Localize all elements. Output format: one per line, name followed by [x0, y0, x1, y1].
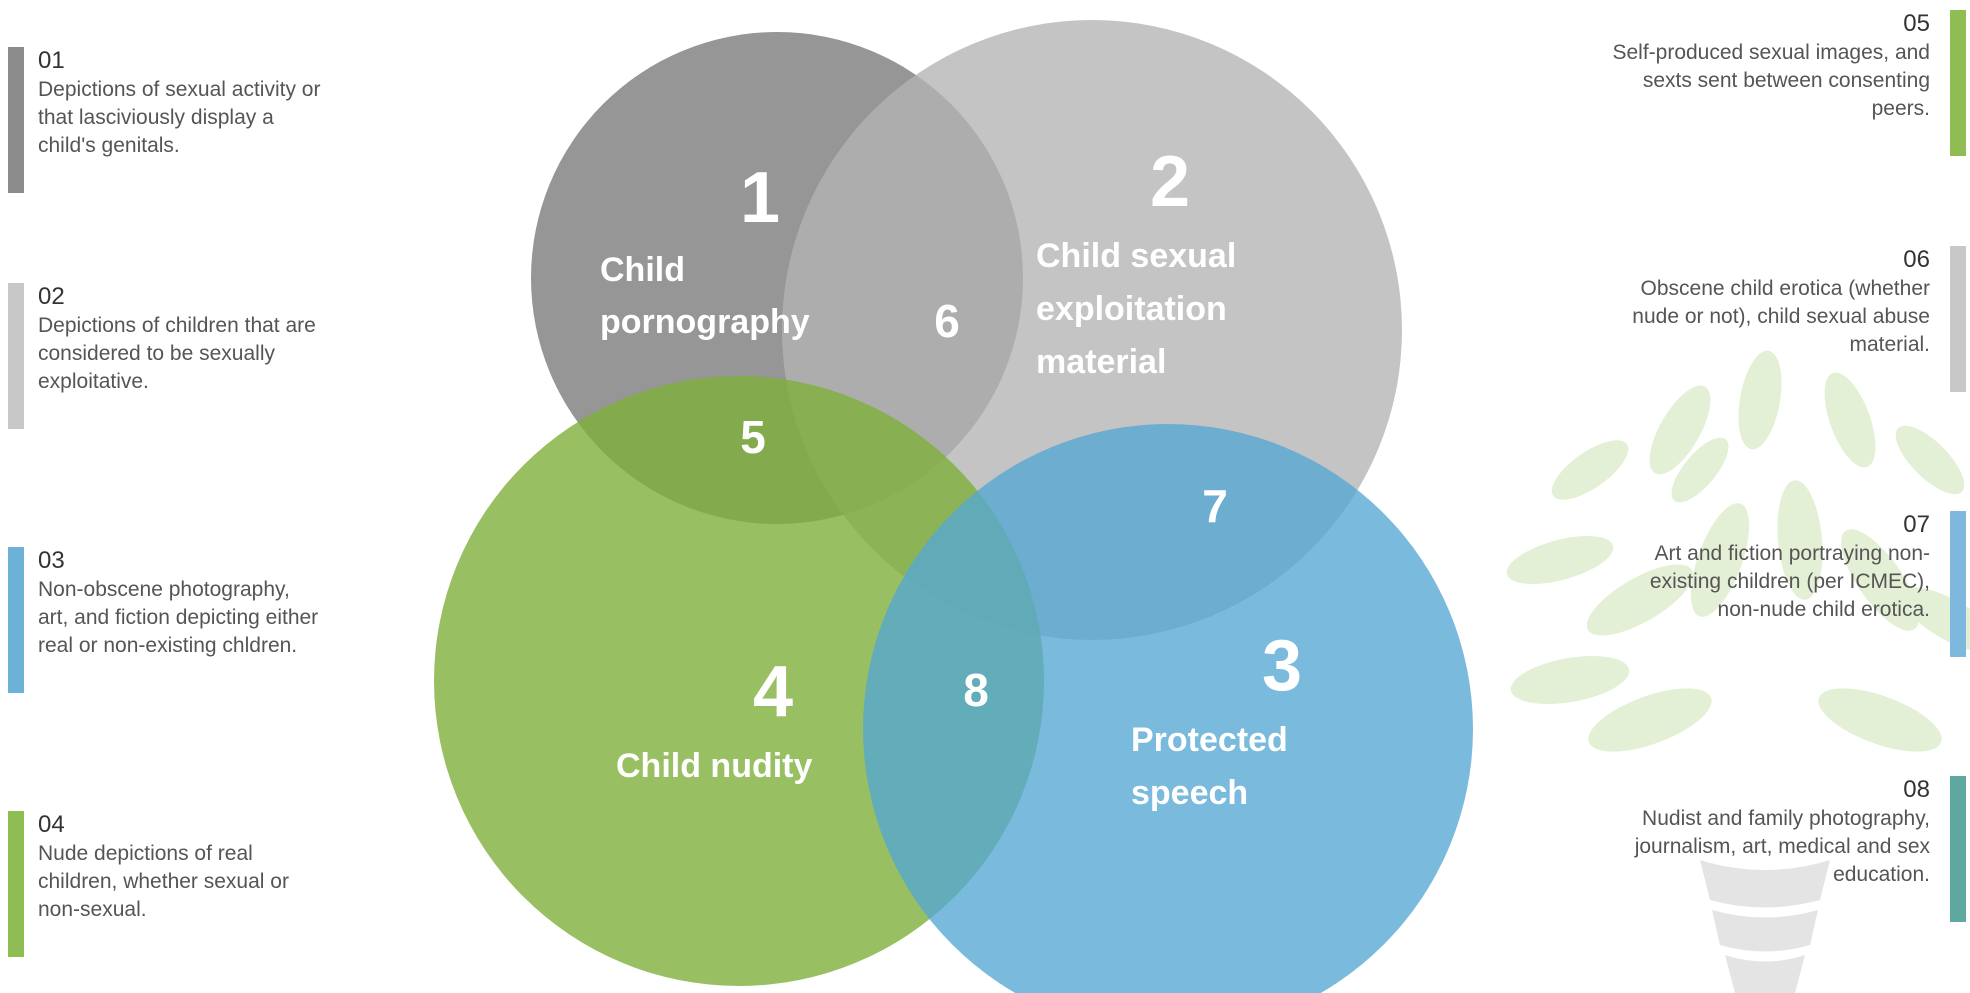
bulb-base-watermark	[1700, 860, 1830, 993]
circle-number-4: 4	[753, 652, 793, 732]
circle-number-3: 3	[1262, 626, 1302, 706]
legend-line: art, and fiction depicting either	[38, 606, 319, 629]
legend-description: Depictions of children that are consider…	[38, 312, 418, 396]
legend-line: children, whether sexual or	[38, 870, 289, 893]
legend-item-02: 02 Depictions of children that are consi…	[8, 283, 418, 429]
circle-number-1: 1	[740, 158, 780, 238]
legend-line: exploitative.	[38, 370, 149, 393]
legend-number: 03	[38, 547, 65, 574]
legend-line: Obscene child erotica (whether	[1640, 277, 1930, 300]
legend-line: sexts sent between consenting	[1642, 69, 1930, 92]
legend-line: nude or not), child sexual abuse	[1632, 305, 1930, 328]
legend-color-bar-07	[1950, 511, 1966, 657]
legend-line: Nude depictions of real	[38, 842, 253, 865]
legend-description: Self-produced sexual images, and sexts s…	[1550, 39, 1930, 123]
legend-item-03: 03 Non-obscene photography, art, and fic…	[8, 547, 418, 693]
legend-number: 06	[1903, 246, 1930, 273]
legend-number: 04	[38, 811, 65, 838]
circle-protected-speech	[863, 424, 1473, 993]
legend-line: Nudist and family photography,	[1642, 807, 1930, 830]
legend-line: that lasciviously display a	[38, 106, 274, 129]
background-tree-watermark	[1506, 350, 1970, 752]
circle-label-2-line-3: material	[1036, 343, 1166, 381]
legend-color-bar-03	[8, 547, 24, 693]
legend-line: real or non-existing chldren.	[38, 634, 298, 657]
legend-description: Nude depictions of real children, whethe…	[38, 840, 418, 924]
legend-number: 01	[38, 47, 65, 74]
legend-item-04: 04 Nude depictions of real children, whe…	[8, 811, 418, 957]
legend-line: existing children (per ICMEC),	[1649, 570, 1930, 593]
circle-number-2: 2	[1150, 142, 1190, 222]
legend-number: 08	[1903, 776, 1930, 803]
legend-line: Art and fiction portraying non-	[1654, 542, 1930, 565]
legend-description: Non-obscene photography, art, and fictio…	[38, 576, 418, 660]
legend-item-06: 06 Obscene child erotica (whether nude o…	[1550, 246, 1966, 392]
legend-item-05: 05 Self-produced sexual images, and sext…	[1550, 10, 1966, 156]
legend-line: education.	[1833, 863, 1930, 886]
legend-line: Depictions of children that are	[38, 314, 316, 337]
legend-number: 07	[1903, 511, 1930, 538]
legend-line: Non-obscene photography,	[38, 578, 290, 601]
circle-label-2-line-2: exploitation	[1036, 290, 1227, 328]
intersection-number-8: 8	[963, 664, 989, 716]
legend-color-bar-08	[1950, 776, 1966, 922]
legend-color-bar-05	[1950, 10, 1966, 156]
legend-description: Obscene child erotica (whether nude or n…	[1550, 275, 1930, 359]
legend-line: journalism, art, medical and sex	[1634, 835, 1930, 858]
legend-color-bar-02	[8, 283, 24, 429]
legend-number: 02	[38, 283, 65, 310]
legend-item-01: 01 Depictions of sexual activity or that…	[8, 47, 418, 193]
legend-color-bar-04	[8, 811, 24, 957]
legend-description: Art and fiction portraying non- existing…	[1550, 540, 1930, 624]
circle-label-1-line-1: Child	[600, 251, 685, 289]
circle-label-1-line-2: pornography	[600, 303, 810, 341]
legend-color-bar-01	[8, 47, 24, 193]
legend-line: non-nude child erotica.	[1717, 598, 1930, 621]
intersection-number-6: 6	[934, 295, 960, 347]
legend-line: non-sexual.	[38, 898, 147, 921]
legend-number: 05	[1903, 10, 1930, 37]
legend-description: Depictions of sexual activity or that la…	[38, 76, 418, 160]
circle-label-2-line-1: Child sexual	[1036, 237, 1236, 275]
intersection-number-5: 5	[740, 411, 766, 463]
legend-item-08: 08 Nudist and family photography, journa…	[1550, 776, 1966, 922]
intersection-number-7: 7	[1202, 480, 1228, 532]
circle-label-3-line-2: speech	[1131, 774, 1248, 812]
legend-line: Depictions of sexual activity or	[38, 78, 321, 101]
legend-line: considered to be sexually	[38, 342, 275, 365]
legend-line: material.	[1849, 333, 1930, 356]
circle-label-4-line-1: Child nudity	[616, 747, 813, 785]
legend-line: child's genitals.	[38, 134, 180, 157]
legend-line: Self-produced sexual images, and	[1612, 41, 1930, 64]
circle-label-3-line-1: Protected	[1131, 721, 1288, 759]
legend-line: peers.	[1871, 97, 1930, 120]
legend-description: Nudist and family photography, journalis…	[1550, 805, 1930, 889]
legend-color-bar-06	[1950, 246, 1966, 392]
legend-item-07: 07 Art and fiction portraying non- exist…	[1550, 511, 1966, 657]
